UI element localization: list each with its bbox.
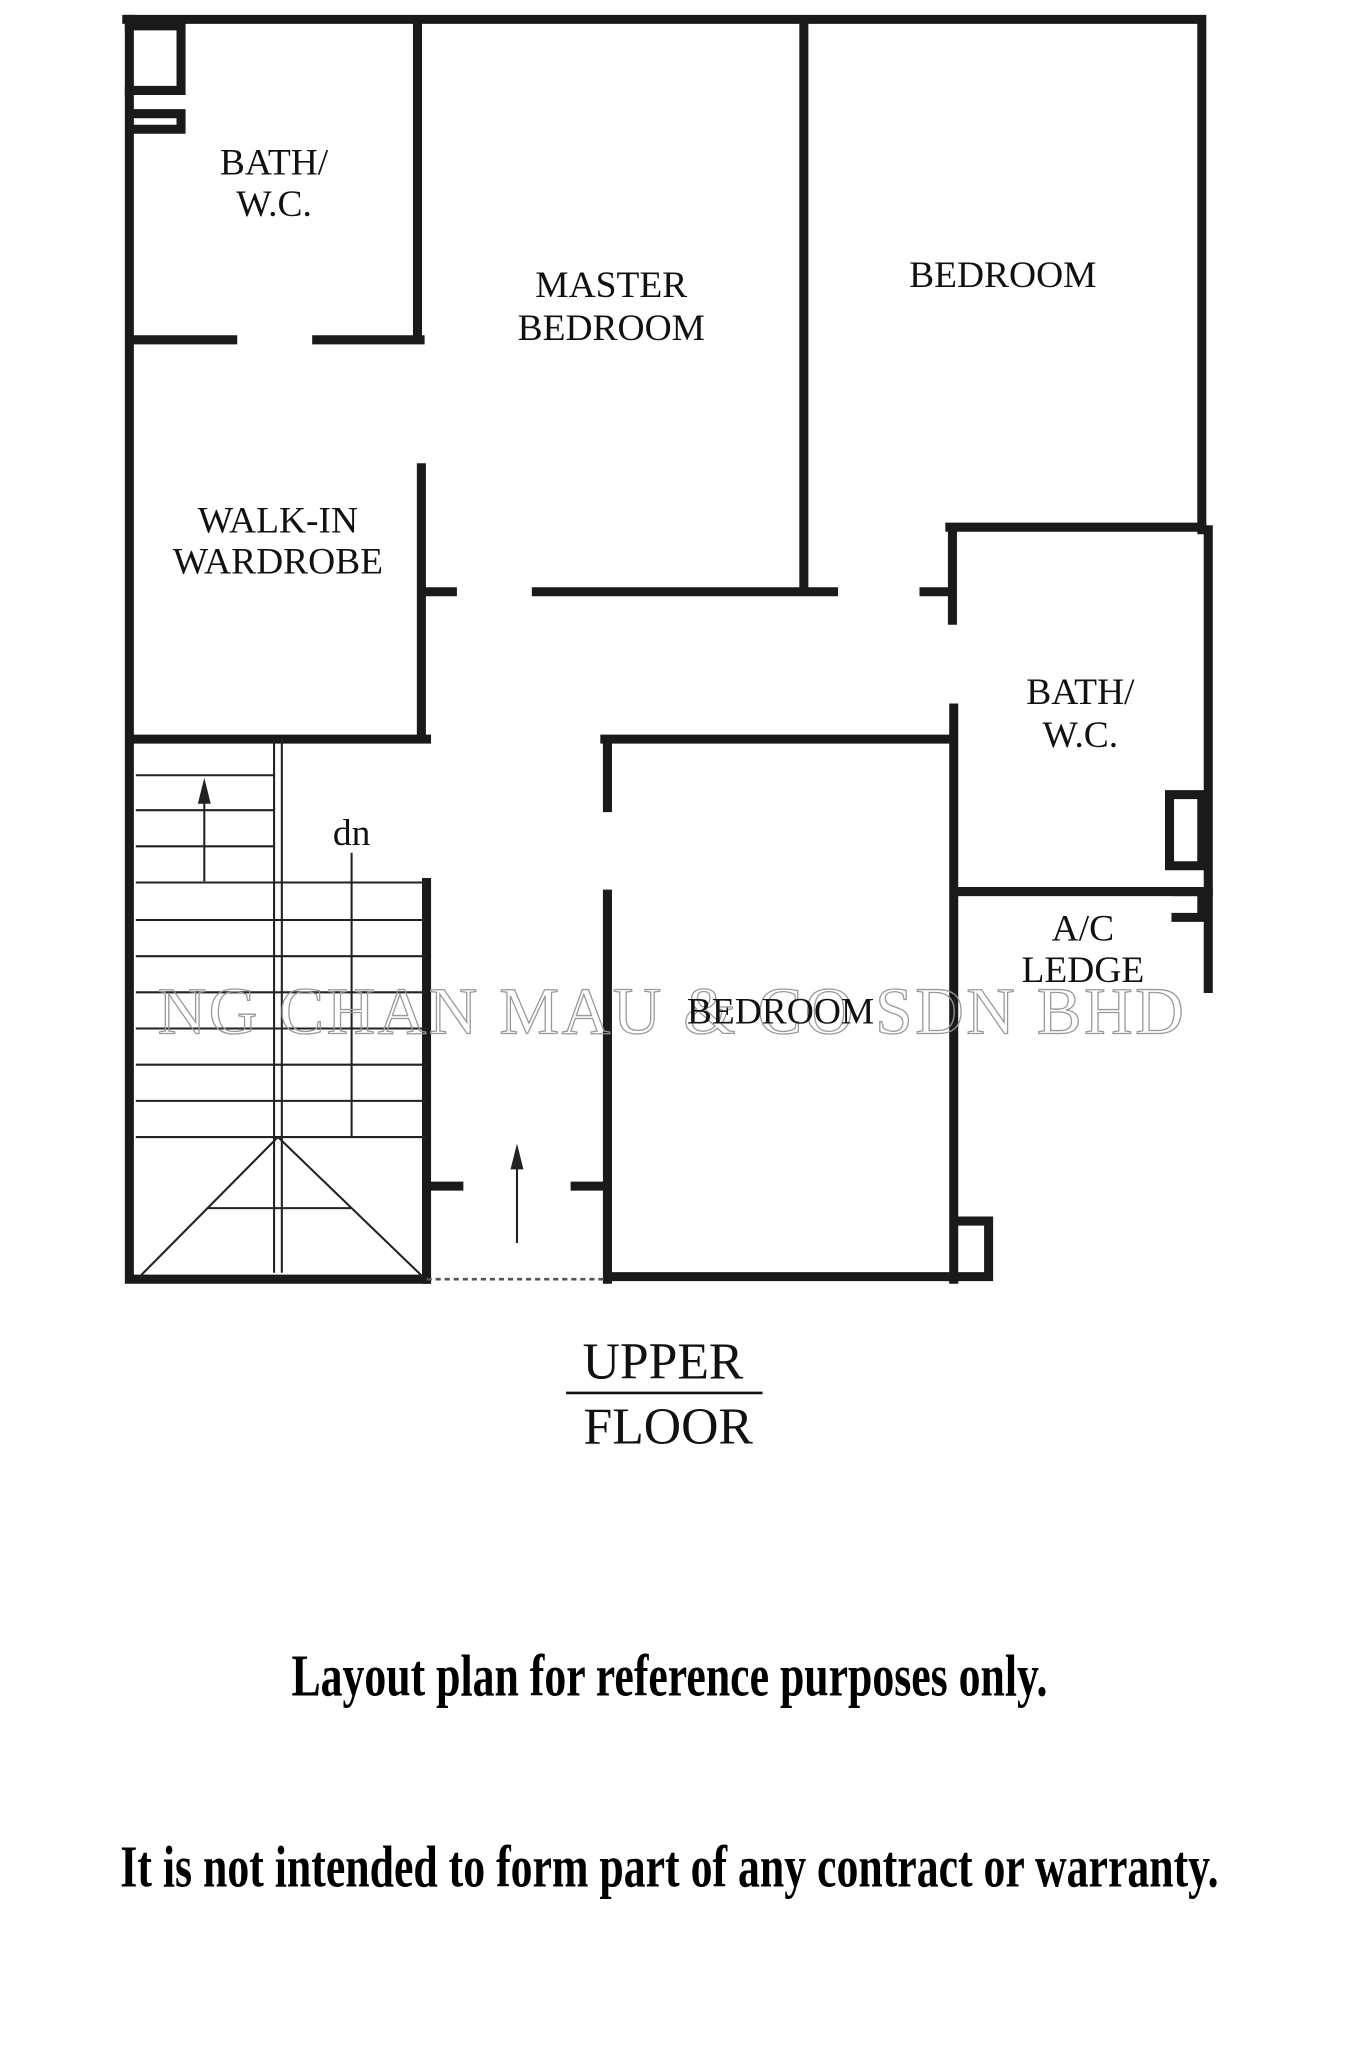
label-master-b: BEDROOM [518,308,705,349]
floor-title-b: FLOOR [583,1398,753,1455]
label-master: MASTER [535,265,687,306]
stair-up-arrow-icon [197,777,211,882]
floor-title: UPPER [583,1334,744,1391]
entrance-arrow-icon [510,1143,524,1244]
watermark: NG CHAN MAU & CO SDN BHD [158,974,1187,1049]
label-wardrobe: WALK-IN [198,500,358,541]
label-ac-b: LEDGE [1022,950,1145,991]
label-ac: A/C [1052,909,1114,950]
label-wardrobe-b: WARDROBE [173,542,383,583]
label-bath-2b: W.C. [1043,715,1119,756]
disclaimer-line-1: Layout plan for reference purposes only. [292,1642,1048,1708]
label-bedroom-2: BEDROOM [687,991,874,1032]
stair-dn-label: dn [333,813,371,854]
label-bath-1: BATH/ [220,142,329,183]
label-bath-2: BATH/ [1026,672,1135,713]
label-bedroom-1: BEDROOM [909,255,1096,296]
disclaimer-line-2: It is not intended to form part of any c… [120,1833,1218,1899]
label-bath-1b: W.C. [236,184,312,225]
